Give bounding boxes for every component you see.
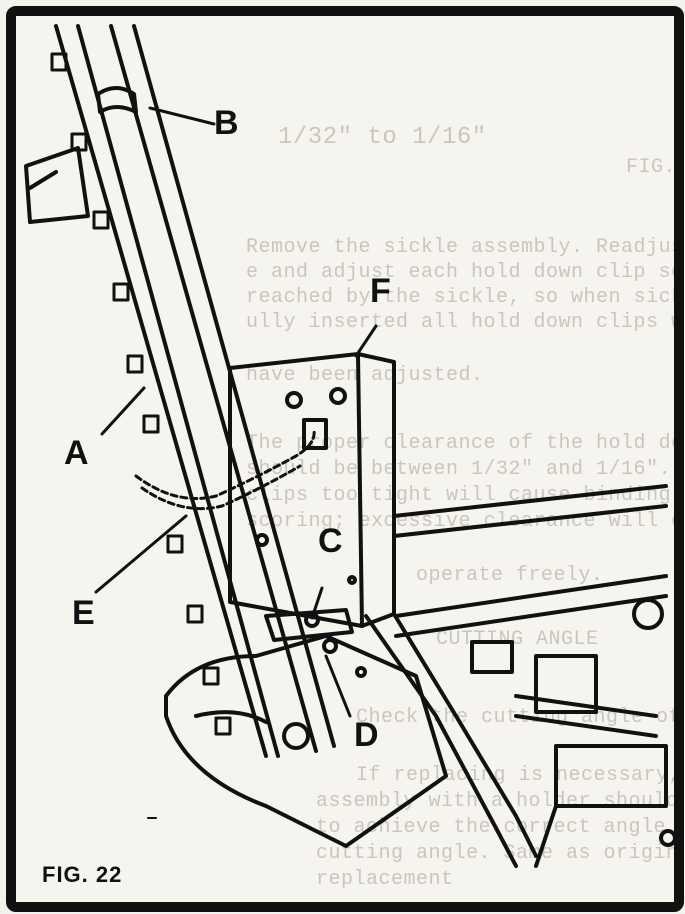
clip-b [96,86,138,114]
leader-lines [94,106,378,718]
figure-caption: FIG. 22 [42,862,123,887]
callout-c: C [318,522,343,560]
callout-b: B [214,104,239,142]
mower-assembly-drawing [24,24,674,868]
lower-frame [164,608,538,868]
figure-frame: 1/32" to 1/16" FIG. 24 Remove the sickle… [6,6,684,912]
chain-e [134,428,316,511]
rear-beam [392,484,668,638]
callout-e: E [72,594,95,632]
callout-d: D [354,716,379,754]
callout-a: A [64,434,89,472]
sickle-arm [54,24,336,758]
right-mechanism [470,598,674,868]
callout-f: F [370,272,391,310]
side-bracket [24,146,90,224]
arm-bolts [50,52,232,736]
